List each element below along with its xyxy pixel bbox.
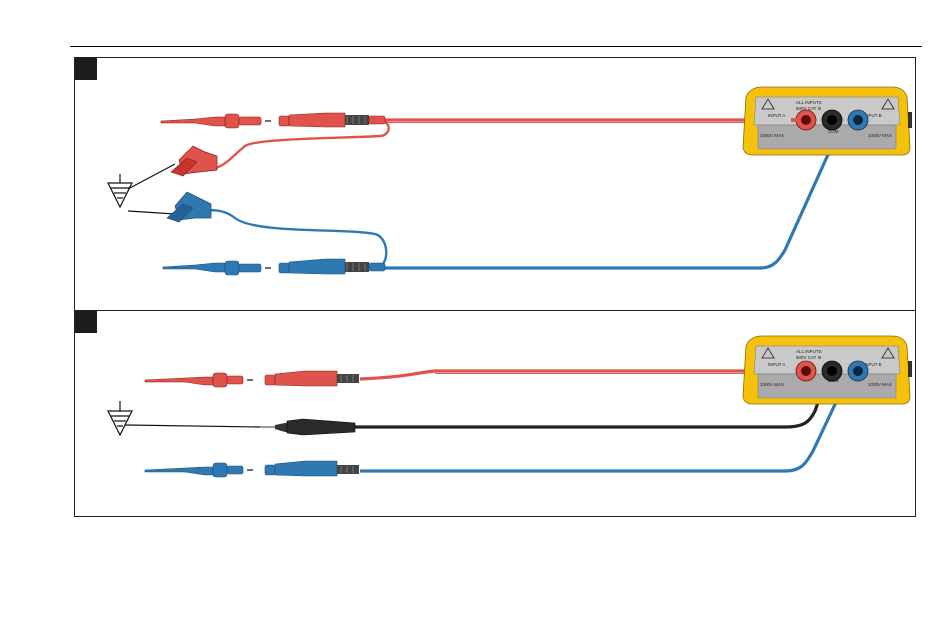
ground-symbol-icon bbox=[108, 164, 175, 214]
black-test-probe bbox=[260, 419, 355, 435]
panel-a-diagram: ALL INPUTS 600V CAT III INPUT A COM INPU… bbox=[75, 58, 917, 312]
blue-banana-plug bbox=[279, 259, 385, 274]
red-alligator-clip bbox=[171, 146, 217, 176]
meter-max-a: 1000V MAX bbox=[760, 382, 784, 387]
panel-a: ALL INPUTS 600V CAT III INPUT A COM INPU… bbox=[74, 57, 916, 311]
meter-input-panel: ALL INPUTS 600V CAT III INPUT A COM INPU… bbox=[743, 336, 912, 404]
blue-banana-plug bbox=[265, 461, 359, 476]
red-test-probe bbox=[161, 114, 271, 128]
blue-test-probe bbox=[145, 463, 253, 477]
meter-all-inputs: ALL INPUTS bbox=[796, 349, 822, 354]
meter-input-panel: ALL INPUTS 600V CAT III INPUT A COM INPU… bbox=[743, 87, 912, 155]
blue-test-probe bbox=[163, 261, 271, 275]
meter-all-inputs: ALL INPUTS bbox=[796, 100, 822, 105]
meter-input-a-label: INPUT A bbox=[768, 362, 785, 367]
red-banana-plug bbox=[265, 371, 359, 386]
panel-b: ALL INPUTS 600V CAT III INPUT A COM INPU… bbox=[74, 310, 916, 517]
red-banana-plug bbox=[279, 113, 385, 127]
top-rule bbox=[70, 46, 922, 47]
red-lead-main-wire bbox=[360, 371, 795, 379]
ground-symbol-icon bbox=[108, 401, 260, 435]
blue-alligator-clip bbox=[167, 192, 211, 222]
red-test-probe bbox=[145, 373, 253, 387]
meter-max-b: 1000V MAX bbox=[868, 382, 892, 387]
red-lead-wire bbox=[215, 120, 389, 168]
blue-lead-wire bbox=[205, 210, 386, 268]
meter-max-b: 1000V MAX bbox=[868, 133, 892, 138]
panel-b-diagram: ALL INPUTS 600V CAT III INPUT A COM INPU… bbox=[75, 311, 917, 518]
meter-max-a: 1000V MAX bbox=[760, 133, 784, 138]
meter-input-a-label: INPUT A bbox=[768, 113, 785, 118]
meter-rating: 600V CAT III bbox=[796, 355, 821, 360]
